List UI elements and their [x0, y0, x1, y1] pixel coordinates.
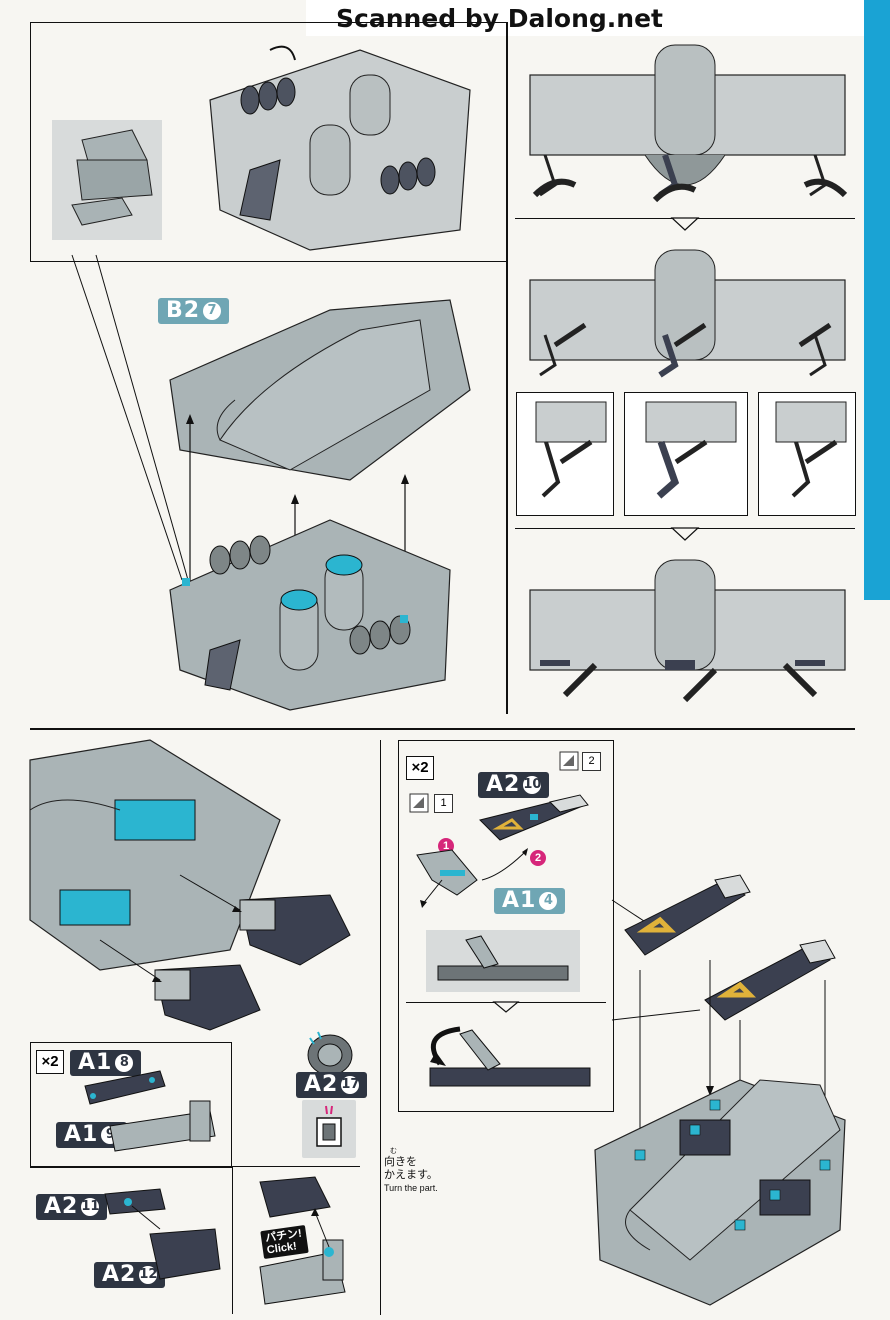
- bracket-parts-illustration: [104, 1188, 221, 1280]
- divider-vertical-bottom: [380, 740, 382, 1315]
- turn-note-jp-1: 向きを: [384, 1156, 417, 1168]
- wing-panels-illustration: [624, 874, 836, 1021]
- part-number-circle: 8: [115, 1054, 134, 1072]
- part-label-b2-7: B2 7: [158, 298, 230, 324]
- part-label-text: A1: [64, 1122, 99, 1147]
- leader-lines: [71, 254, 189, 581]
- chassis-detail-illustration: [209, 45, 471, 251]
- upper-body-b2-illustration: [169, 299, 471, 481]
- subassembly-panel-a18-a19: [30, 1042, 232, 1168]
- step-marker-2: 2: [530, 850, 546, 866]
- a14-position-illustration: [437, 935, 569, 981]
- part-label-text: A1: [78, 1050, 113, 1075]
- attach-a14-illustration: [416, 848, 528, 908]
- sticker-instruction-panel: [398, 740, 614, 1112]
- part-label-text: B2: [166, 298, 201, 323]
- step-chevron-bottom-right: [492, 1001, 520, 1013]
- part-label-a2-11: A2 11: [36, 1194, 108, 1220]
- part-label-text: A1: [502, 888, 537, 913]
- divider-horizontal-middle: [30, 728, 855, 730]
- lower-chassis-illustration: [169, 519, 451, 711]
- watermark-strip: Scanned by Dalong.net: [306, 0, 890, 36]
- body-underside-illustration: [29, 739, 351, 1031]
- step-chevron-1: [670, 217, 700, 231]
- landing-gear-step-1: [529, 44, 848, 203]
- hinge-parts-illustration: [84, 1070, 216, 1152]
- accent-side-tab: [864, 0, 890, 600]
- gear-detail-illustrations: [535, 401, 847, 499]
- part-number-circle: 10: [523, 776, 542, 794]
- step-chevron-2: [670, 527, 700, 541]
- quantity-badge-x2-left: ×2: [36, 1050, 64, 1074]
- part-number-circle: 4: [539, 892, 558, 910]
- divider-vertical-top: [506, 22, 508, 714]
- part-label-a1-8: A1 8: [70, 1050, 142, 1076]
- part-label-text: A2: [304, 1072, 339, 1097]
- part-number-circle: 11: [81, 1198, 100, 1216]
- sticker-1-icon: [409, 793, 429, 813]
- turn-note-en: Turn the part.: [384, 1183, 438, 1193]
- divider-bottom-left-vertical: [232, 1166, 234, 1314]
- part-number-circle: 17: [341, 1076, 360, 1094]
- a14-position-detail: [426, 930, 580, 992]
- snap-fit-illustration: [259, 1176, 346, 1305]
- part-label-text: A2: [102, 1262, 137, 1287]
- sticker-sequence-2: 2: [582, 752, 601, 771]
- landing-gear-step-2: [529, 249, 846, 378]
- part-number-circle: 7: [203, 302, 222, 320]
- divider-bottom-left: [30, 1166, 360, 1168]
- part-label-text: A2: [44, 1194, 79, 1219]
- landing-gear-step-3: [529, 559, 846, 703]
- part-label-a2-17: A2 17: [296, 1072, 368, 1098]
- quantity-badge-x2-right: ×2: [406, 756, 434, 780]
- body-assembly-illustration: [594, 1079, 846, 1306]
- part-label-a2-12: A2 12: [94, 1262, 166, 1288]
- turn-note-ruby: む: [390, 1148, 397, 1155]
- part-number-circle: 12: [139, 1266, 158, 1284]
- watermark-text: Scanned by Dalong.net: [336, 4, 664, 33]
- turn-note-jp-2: かえます。: [384, 1169, 438, 1181]
- nozzle-detail-illustration: [316, 1105, 342, 1147]
- sticker-sequence-1: 1: [434, 794, 453, 813]
- sticker-2-icon: [559, 751, 579, 771]
- part-label-a1-4: A1 4: [494, 888, 566, 914]
- part-label-a2-10: A2 10: [478, 772, 550, 798]
- part-label-text: A2: [486, 772, 521, 797]
- turn-part-note: む 向きを かえます。 Turn the part.: [384, 1148, 438, 1195]
- fold-step-illustration: [429, 1026, 591, 1087]
- panel-sticker-illustration: [479, 794, 589, 841]
- inset-front-part-illustration: [71, 129, 153, 226]
